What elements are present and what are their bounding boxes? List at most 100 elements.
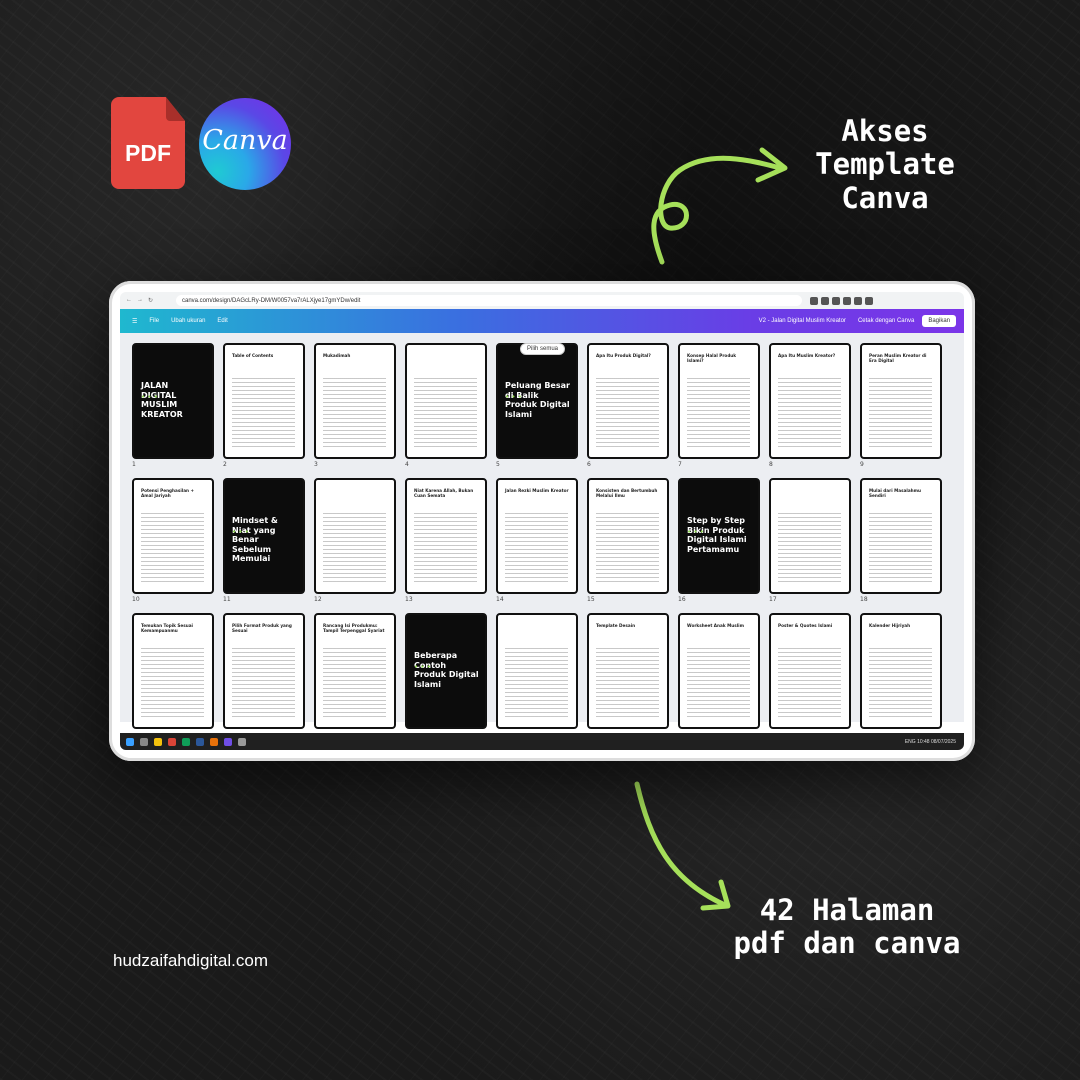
taskbar-app-icon[interactable]	[154, 737, 162, 746]
page-thumbnail[interactable]: Apa Itu Muslim Kreator?8	[769, 343, 851, 470]
page-thumbnail[interactable]: Temukan Topik Sesuai Kemampuanmu	[132, 613, 214, 740]
page-thumbnail[interactable]: 4	[405, 343, 487, 470]
page-thumbnail[interactable]	[496, 613, 578, 740]
taskbar-app-icon[interactable]	[140, 737, 148, 746]
page-canvas[interactable]	[314, 478, 396, 594]
page-thumbnail[interactable]: Poster & Quotes Islami	[769, 613, 851, 740]
menu-edit[interactable]: Edit	[217, 318, 228, 324]
page-canvas[interactable]	[496, 613, 578, 729]
print-with-canva-button[interactable]: Cetak dengan Canva	[857, 318, 915, 324]
page-number: 18	[860, 596, 868, 603]
taskbar-time: 10:48	[917, 738, 930, 745]
page-canvas[interactable]: Niat Karena Allah, Bukan Cuan Semata	[405, 478, 487, 594]
page-title: Table of Contents	[232, 353, 274, 358]
forward-icon[interactable]: →	[137, 297, 143, 303]
menu-resize[interactable]: Ubah ukuran	[171, 318, 206, 324]
page-thumbnail[interactable]: Template Desain	[587, 613, 669, 740]
select-all-button[interactable]: Pilih semua	[520, 343, 566, 355]
page-thumbnail[interactable]: Konsep Halal Produk Islami?7	[678, 343, 760, 470]
page-canvas[interactable]: Temukan Topik Sesuai Kemampuanmu	[132, 613, 214, 729]
extension-icon[interactable]	[865, 296, 873, 305]
reload-icon[interactable]: ↻	[148, 298, 154, 304]
page-canvas[interactable]: Beberapa Contoh Produk Digital Islami• •…	[405, 613, 487, 729]
page-title: Rancang Isi Produkmu: Tampil Terpenggal …	[323, 623, 385, 634]
page-canvas[interactable]: Table of Contents	[223, 343, 305, 459]
share-button[interactable]: Bagikan	[922, 315, 956, 327]
page-title: Niat Karena Allah, Bukan Cuan Semata	[414, 488, 474, 499]
page-thumbnail[interactable]: 12	[314, 478, 396, 605]
page-canvas[interactable]: Jalan Rezki Muslim Kreator	[496, 478, 578, 594]
page-thumbnail[interactable]: JALAN DIGITAL MUSLIM KREATOR• • •1	[132, 343, 214, 470]
taskbar-app-icon[interactable]	[224, 737, 232, 746]
address-bar[interactable]: canva.com/design/DAGcLRy-DM/W0057va7rALX…	[176, 295, 802, 306]
page-number: 12	[314, 596, 322, 603]
page-canvas[interactable]: Mindset & Niat yang Benar Sebelum Memula…	[223, 478, 305, 594]
page-thumbnail[interactable]: Table of Contents 2	[223, 343, 305, 470]
page-canvas[interactable]: Peluang Besar di Balik Produk Digital Is…	[496, 343, 578, 459]
page-thumbnail[interactable]: Mindset & Niat yang Benar Sebelum Memula…	[223, 478, 305, 605]
page-canvas[interactable]	[769, 478, 851, 594]
screen: ← → ↻ canva.com/design/DAGcLRy-DM/W0057va7…	[120, 292, 964, 750]
page-canvas[interactable]: Konsep Halal Produk Islami?	[678, 343, 760, 459]
page-canvas[interactable]: Apa Itu Produk Digital?	[587, 343, 669, 459]
page-canvas[interactable]: Worksheet Anak Muslim	[678, 613, 760, 729]
taskbar-app-icon[interactable]	[238, 737, 246, 746]
page-canvas[interactable]: Mulai dari Masalahmu Sendiri	[860, 478, 942, 594]
extension-icon[interactable]	[832, 296, 840, 305]
page-canvas[interactable]: Step by Step Bikin Produk Digital Islami…	[678, 478, 760, 594]
start-icon[interactable]	[126, 737, 134, 746]
page-canvas[interactable]: Peran Muslim Kreator di Era Digital	[860, 343, 942, 459]
page-title: Konsisten dan Bertumbuh Melalui Ilmu	[596, 488, 658, 499]
extension-icon[interactable]	[821, 296, 829, 305]
taskbar-app-icon[interactable]	[168, 737, 176, 746]
page-thumbnail[interactable]: Step by Step Bikin Produk Digital Islami…	[678, 478, 760, 605]
page-canvas[interactable]: Pilih Format Produk yang Sesuai	[223, 613, 305, 729]
page-canvas[interactable]: Rancang Isi Produkmu: Tampil Terpenggal …	[314, 613, 396, 729]
page-canvas[interactable]: Template Desain	[587, 613, 669, 729]
page-canvas[interactable]: Mukadimah	[314, 343, 396, 459]
extension-icon[interactable]	[843, 296, 851, 305]
callout-line: 42 Halaman	[759, 893, 935, 927]
page-text-lines	[596, 645, 659, 717]
taskbar-app-icon[interactable]	[210, 737, 218, 746]
page-text-lines	[778, 645, 841, 717]
page-thumbnail[interactable]: Pilih Format Produk yang Sesuai	[223, 613, 305, 740]
page-text-lines	[232, 645, 295, 717]
page-canvas[interactable]: Apa Itu Muslim Kreator?	[769, 343, 851, 459]
page-number: 2	[223, 461, 227, 468]
page-title: Mulai dari Masalahmu Sendiri	[869, 488, 921, 499]
page-canvas[interactable]: Konsisten dan Bertumbuh Melalui Ilmu	[587, 478, 669, 594]
page-thumbnail[interactable]: Beberapa Contoh Produk Digital Islami• •…	[405, 613, 487, 740]
page-canvas[interactable]: Kalender Hijriyah	[860, 613, 942, 729]
callout-line: Akses	[841, 114, 929, 148]
page-thumbnail[interactable]: Rancang Isi Produkmu: Tampil Terpenggal …	[314, 613, 396, 740]
page-ornament: • • •	[232, 528, 249, 536]
page-canvas[interactable]: Potensi Penghasilan + Amal Jariyah	[132, 478, 214, 594]
menu-file[interactable]: File	[149, 318, 160, 324]
page-thumbnail[interactable]: Worksheet Anak Muslim	[678, 613, 760, 740]
taskbar-app-icon[interactable]	[182, 737, 190, 746]
page-thumbnail[interactable]: 17	[769, 478, 851, 605]
extension-icon[interactable]	[854, 296, 862, 305]
page-thumbnail[interactable]: Mulai dari Masalahmu Sendiri 18	[860, 478, 942, 605]
page-canvas[interactable]: Poster & Quotes Islami	[769, 613, 851, 729]
taskbar-app-icon[interactable]	[196, 737, 204, 746]
page-canvas[interactable]: JALAN DIGITAL MUSLIM KREATOR• • •	[132, 343, 214, 459]
page-text-lines	[778, 510, 841, 582]
back-icon[interactable]: ←	[126, 297, 132, 303]
page-thumbnail[interactable]: Apa Itu Produk Digital?6	[587, 343, 669, 470]
document-title[interactable]: V2 - Jalan Digital Muslim Kreator	[758, 318, 846, 324]
page-thumbnail[interactable]: Peluang Besar di Balik Produk Digital Is…	[496, 343, 578, 470]
extension-icon[interactable]	[810, 296, 818, 305]
page-title: Mukadimah	[323, 353, 351, 358]
page-thumbnail[interactable]: Kalender Hijriyah	[860, 613, 942, 740]
menu-icon[interactable]: ☰	[132, 318, 138, 325]
page-canvas[interactable]	[405, 343, 487, 459]
